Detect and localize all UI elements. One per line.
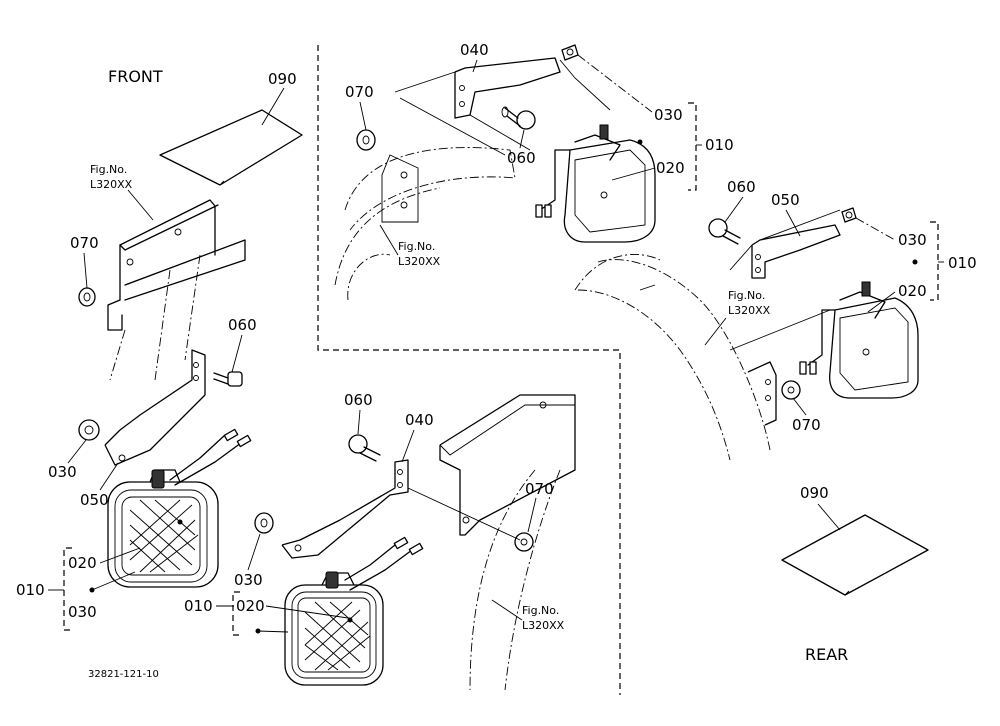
label-040-top: 040 (460, 41, 489, 59)
label-030-rear: 030 (898, 231, 927, 249)
front-bracket-050 (104, 349, 206, 466)
label-020-top: 020 (656, 159, 685, 177)
label-020-bottom: 020 (236, 597, 265, 615)
front-work-lamp-left (107, 428, 252, 588)
figref-rear-line1: Fig.No. (728, 289, 765, 302)
label-050-front: 050 (80, 491, 109, 509)
front-decal-sheet (159, 109, 303, 186)
label-010-bottom: 010 (184, 597, 213, 615)
front-bolt-060 (213, 371, 243, 387)
top-bracket-040 (394, 57, 561, 156)
top-nut-030 (559, 44, 611, 111)
figref-bottom-line2: L320XX (522, 619, 565, 632)
bottom-work-lamp (284, 536, 424, 686)
label-060-bottom: 060 (344, 391, 373, 409)
label-030-top: 030 (654, 106, 683, 124)
bottom-fender-bracket (439, 394, 576, 691)
bottom-bracket-040 (281, 459, 409, 559)
label-040-bottom: 040 (405, 411, 434, 429)
label-060-rear: 060 (727, 178, 756, 196)
bottom-nut-030 (254, 512, 274, 534)
label-020-front: 020 (68, 554, 97, 572)
bottom-nut-070 (407, 487, 534, 552)
front-lamp-callouts (48, 547, 141, 631)
bottom-bolt-060 (348, 434, 381, 462)
figref-rear-line2: L320XX (728, 304, 771, 317)
figref-bottom-line1: Fig.No. (522, 604, 559, 617)
rear-mount-plate (729, 309, 831, 426)
figref-front-line2: L320XX (90, 178, 133, 191)
label-010-top: 010 (705, 136, 734, 154)
figref-top-line2: L320XX (398, 255, 441, 268)
top-fender-arcs (334, 147, 516, 301)
label-070-bottom: 070 (525, 480, 554, 498)
label-010-front: 010 (16, 581, 45, 599)
front-mounting-bracket (107, 199, 246, 381)
label-030-front: 030 (48, 463, 77, 481)
label-070-front: 070 (70, 234, 99, 252)
label-070-rear: 070 (792, 416, 821, 434)
label-050-rear: 050 (771, 191, 800, 209)
rear-nut-030 (841, 207, 857, 223)
front-view-title: FRONT (108, 67, 163, 86)
label-020-rear: 020 (898, 282, 927, 300)
panel-dividers (317, 45, 621, 695)
label-090-front: 090 (268, 70, 297, 88)
label-090-rear: 090 (800, 484, 829, 502)
rear-view-title: REAR (805, 645, 848, 664)
label-030-front-lamp: 030 (68, 603, 97, 621)
front-nut-070 (78, 287, 96, 307)
label-060-front: 060 (228, 316, 257, 334)
rear-nut-070 (781, 380, 801, 400)
figref-front-line1: Fig.No. (90, 163, 127, 176)
label-060-top: 060 (507, 149, 536, 167)
drawing-number: 32821-121-10 (88, 669, 159, 680)
rear-bracket-050 (729, 209, 841, 279)
label-010-rear: 010 (948, 254, 977, 272)
label-030-bottom: 030 (234, 571, 263, 589)
top-bolt-060 (501, 106, 536, 130)
top-nut-070 (356, 129, 376, 151)
rear-bolt-060 (708, 218, 741, 245)
top-work-lamp (535, 124, 656, 243)
rear-work-lamp (799, 259, 919, 399)
rear-fender-arcs (574, 254, 771, 461)
label-070-top: 070 (345, 83, 374, 101)
rear-decal-sheet (781, 514, 929, 596)
figref-top-line1: Fig.No. (398, 240, 435, 253)
front-nut-030 (78, 419, 100, 441)
